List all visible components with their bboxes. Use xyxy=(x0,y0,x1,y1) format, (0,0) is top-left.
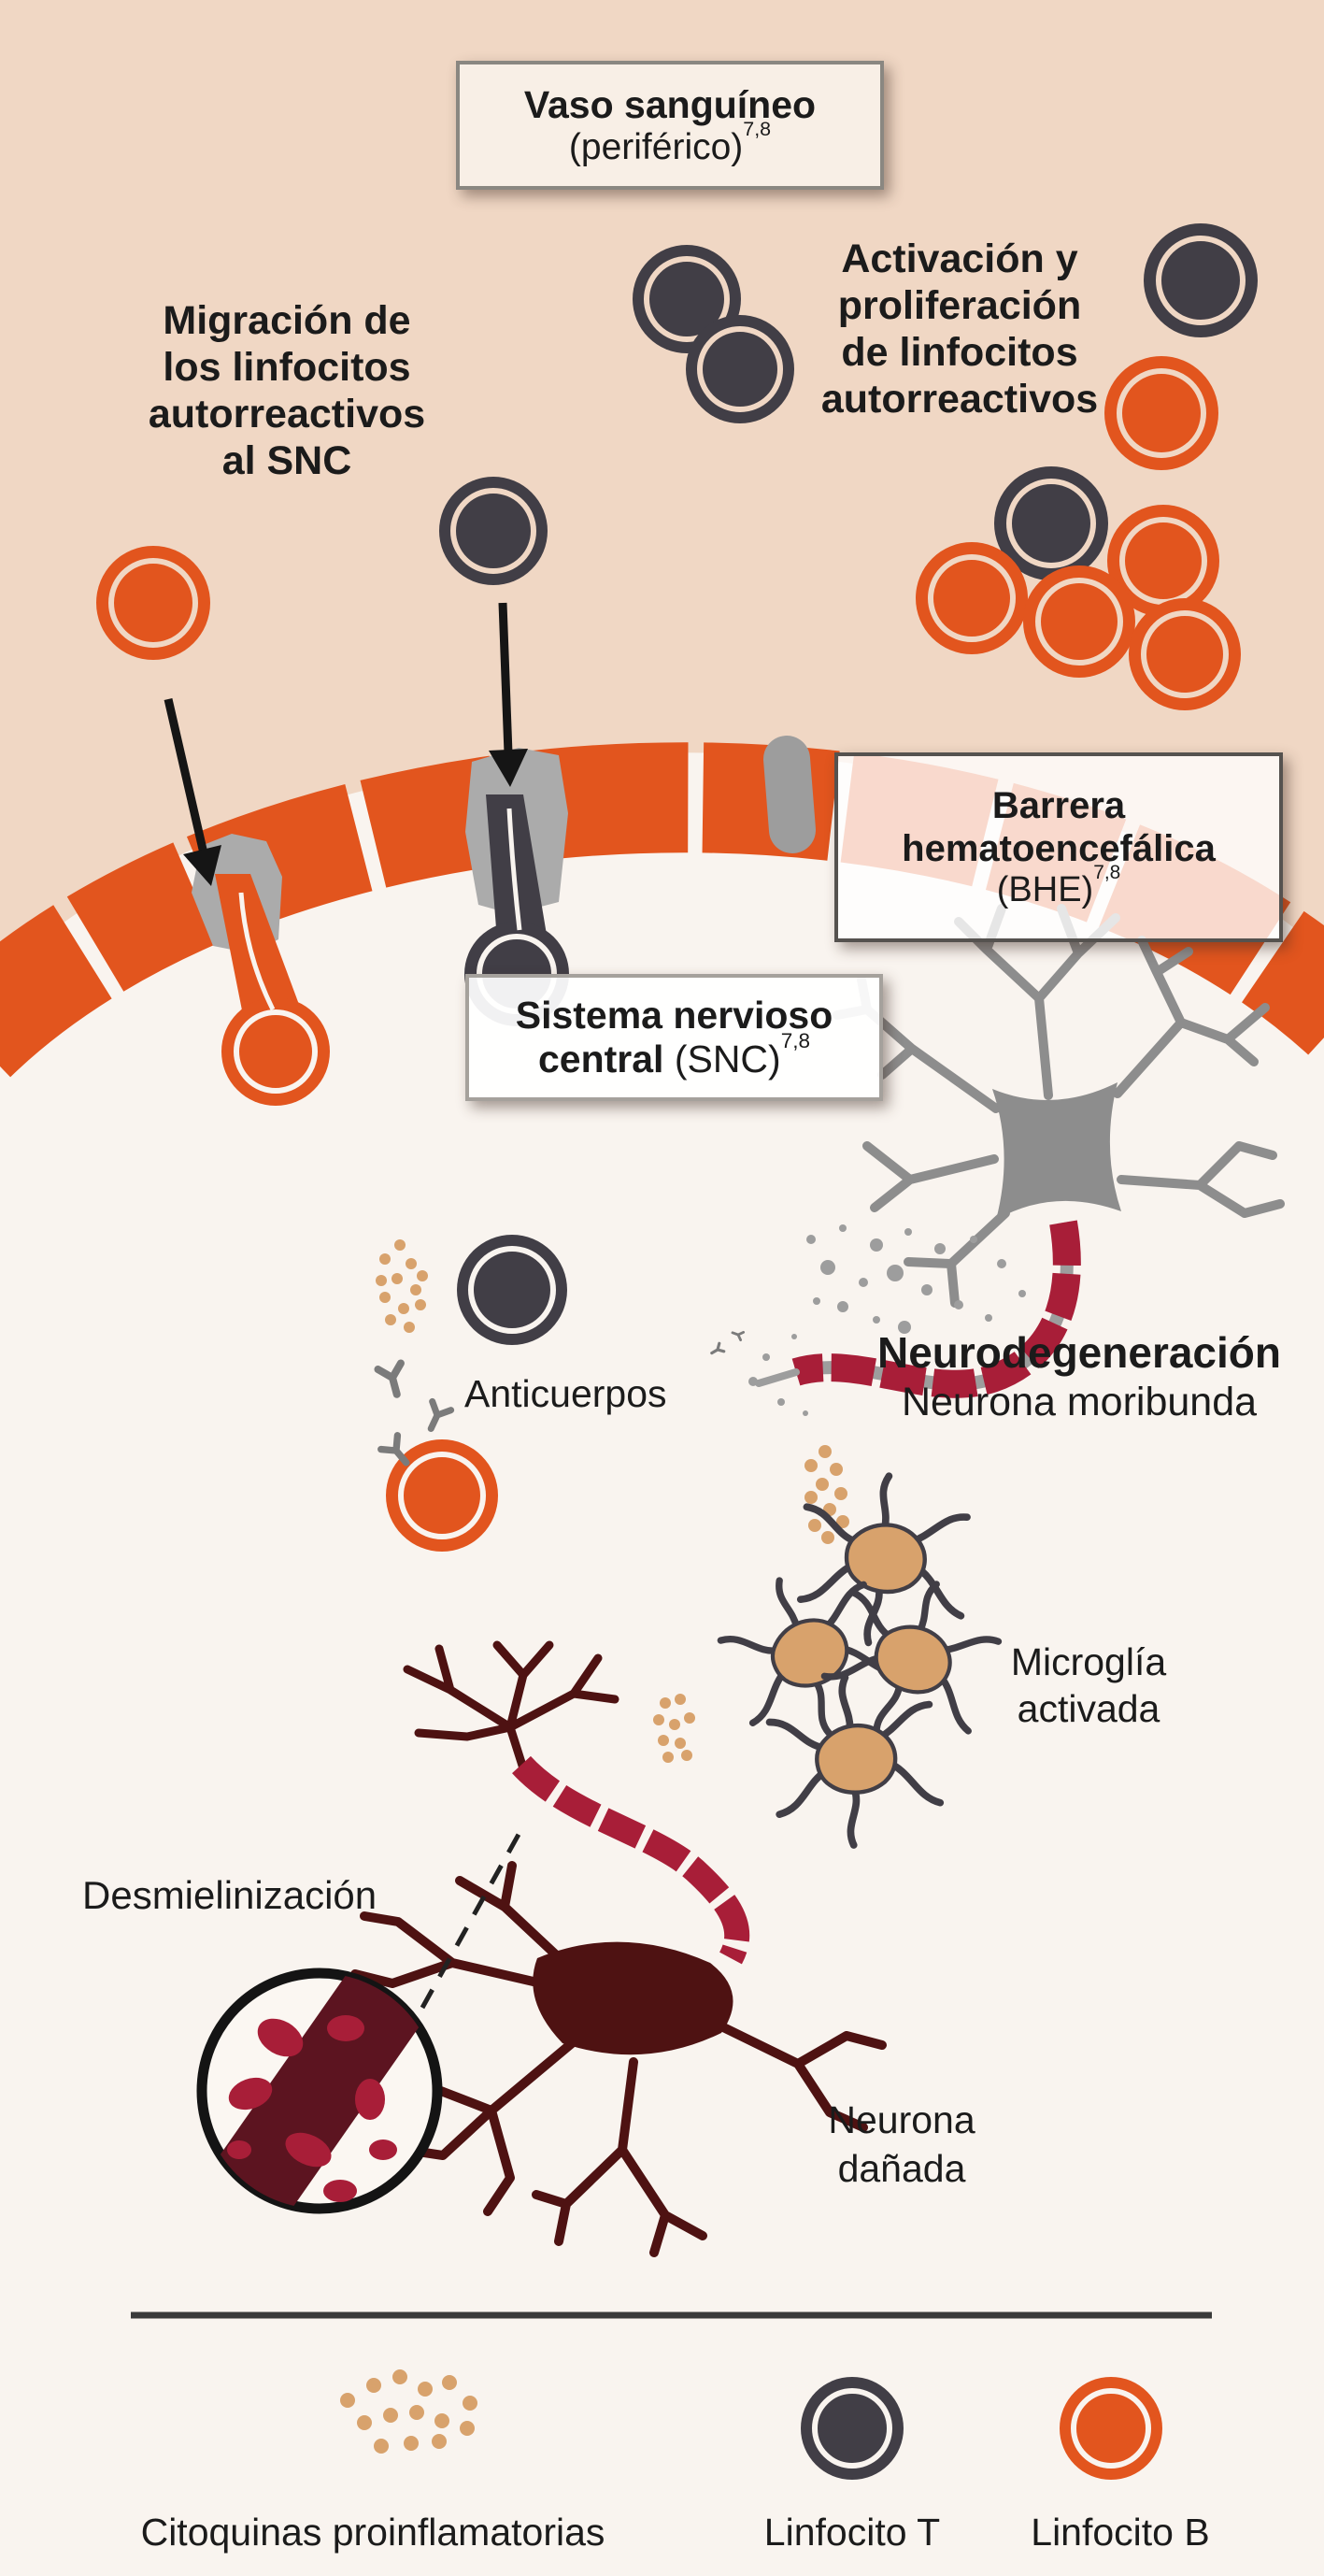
reference-superscript: 7,8 xyxy=(780,1029,811,1053)
cytokine-dots xyxy=(653,1694,695,1763)
bbb-title-line2: hematoencefálica xyxy=(902,827,1216,869)
b-cell xyxy=(386,1439,498,1552)
legend-cytokines-label: Citoquinas proinflamatorias xyxy=(140,2511,605,2554)
b-cell xyxy=(96,546,210,660)
periphery-background xyxy=(0,0,1324,975)
cns-label-box: Sistema nervioso central (SNC)7,8 xyxy=(465,974,883,1101)
activated-microglia xyxy=(703,1476,1008,1856)
blood-vessel-subtitle: (periférico)7,8 xyxy=(568,117,772,167)
b-cell xyxy=(916,542,1028,654)
bbb-abbreviation: (BHE)7,8 xyxy=(996,861,1121,909)
damaged-neuron xyxy=(350,1640,887,2257)
demyelination-magnifier xyxy=(196,1821,528,2214)
damaged-neuron-caption: Neurona dañada xyxy=(828,2098,975,2190)
reference-superscript: 7,8 xyxy=(1093,861,1121,883)
b-cell xyxy=(1107,505,1219,617)
bbb-label-box: Barrera hematoencefálica (BHE)7,8 xyxy=(834,752,1283,942)
t-cell xyxy=(1144,223,1258,337)
t-cell xyxy=(686,315,794,423)
tight-junction xyxy=(763,736,816,853)
legend-t-cell-label: Linfocito T xyxy=(763,2511,941,2554)
legend-t-cell-icon xyxy=(801,2377,904,2480)
legend-b-cell-icon xyxy=(1060,2377,1162,2480)
microglia-caption: Microglía activada xyxy=(1010,1640,1167,1730)
migration-arrow-right xyxy=(489,602,528,787)
b-cell xyxy=(1023,565,1135,678)
cns-title-line1: Sistema nervioso xyxy=(515,994,833,1037)
legend-cytokine-dots xyxy=(340,2369,477,2454)
demyelination-caption: Desmielinización xyxy=(82,1873,377,1917)
neurodegeneration-caption: Neurodegeneración Neurona moribunda xyxy=(877,1328,1281,1424)
blood-vessel-title: Vaso sanguíneo xyxy=(523,82,817,126)
blood-vessel-label-box: Vaso sanguíneo (periférico)7,8 xyxy=(456,61,884,190)
b-cell xyxy=(1104,356,1218,470)
activation-caption: Activación y proliferación de linfocitos… xyxy=(820,236,1099,422)
t-cell xyxy=(457,1235,567,1345)
migration-caption: Migración de los linfocitos autorreactiv… xyxy=(148,298,426,483)
bbb-title-line1: Barrera xyxy=(991,784,1126,826)
b-cell xyxy=(1129,598,1241,710)
antibodies-caption: Anticuerpos xyxy=(464,1372,667,1415)
t-cell xyxy=(994,466,1108,580)
neuron-debris xyxy=(748,1224,1026,1416)
cytokine-dots xyxy=(376,1239,428,1333)
t-cell xyxy=(439,477,548,585)
reference-superscript: 7,8 xyxy=(743,117,772,140)
cns-title-line2: central (SNC)7,8 xyxy=(537,1029,811,1080)
migration-arrow-left xyxy=(164,697,221,886)
legend-b-cell-label: Linfocito B xyxy=(1031,2511,1210,2554)
